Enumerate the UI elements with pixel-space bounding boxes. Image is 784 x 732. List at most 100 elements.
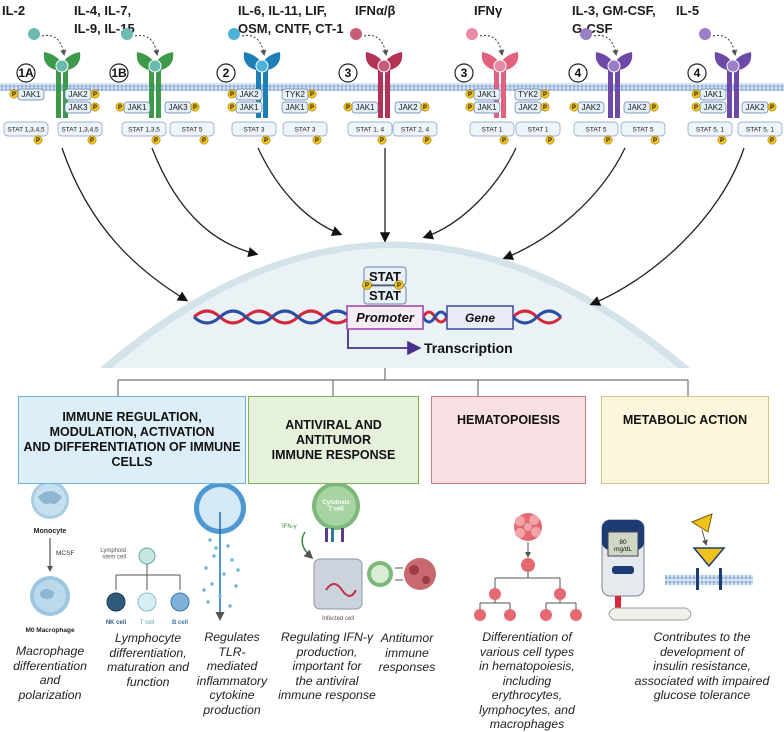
category-metabolic-action: METABOLIC ACTION: [601, 396, 769, 484]
receptor-number-badge: [338, 63, 358, 83]
svg-text:P: P: [93, 92, 97, 98]
svg-text:P: P: [202, 138, 206, 144]
svg-text:P: P: [548, 138, 552, 144]
b-cell-label: B cell: [172, 620, 188, 626]
stat-protein: [620, 121, 666, 137]
svg-text:2: 2: [223, 66, 230, 80]
svg-text:1A: 1A: [18, 66, 34, 80]
stat-bottom-label: STAT: [369, 288, 401, 303]
svg-text:P: P: [502, 138, 506, 144]
svg-text:TYK2: TYK2: [518, 90, 539, 99]
ligand: [121, 28, 133, 40]
svg-text:P: P: [652, 105, 656, 111]
svg-text:JAK2: JAK2: [518, 103, 538, 112]
antitumor-illustration: [367, 558, 436, 590]
svg-text:P: P: [346, 105, 350, 111]
svg-text:P: P: [653, 138, 657, 144]
svg-text:JAK1: JAK1: [239, 103, 259, 112]
stat-protein: [469, 121, 515, 137]
svg-text:P: P: [468, 92, 472, 98]
receptor-number-badge: [216, 63, 236, 83]
svg-text:JAK1: JAK1: [21, 90, 41, 99]
desc-ifn: Regulating IFN-γ production, important f…: [278, 630, 376, 702]
transcription-label: Transcription: [424, 340, 513, 356]
svg-text:P: P: [397, 283, 401, 289]
svg-text:P: P: [154, 138, 158, 144]
receptor-group: IL-6, IL-11, LIF,OSM, CNTF, CT-12JAK2PJA…: [216, 3, 343, 145]
monocyte-label: Monocyte: [34, 528, 67, 535]
svg-text:P: P: [118, 105, 122, 111]
svg-text:4: 4: [694, 66, 701, 80]
svg-text:P: P: [264, 138, 268, 144]
receptor-number-badge: [454, 63, 474, 83]
gene-label: Gene: [465, 311, 495, 325]
desc-macrophage: Macrophage differentiation and polarizat…: [13, 644, 87, 702]
svg-text:STAT 5: STAT 5: [586, 127, 607, 134]
svg-text:JAK2: JAK2: [627, 103, 647, 112]
svg-text:STAT 1,3,5: STAT 1,3,5: [128, 127, 160, 134]
svg-text:P: P: [423, 105, 427, 111]
svg-text:STAT 5: STAT 5: [182, 127, 203, 134]
cytokine-label: IFNγ: [474, 3, 503, 18]
hematopoiesis-illustration: [474, 513, 582, 621]
svg-text:P: P: [193, 105, 197, 111]
cytokine-label: IL-5: [676, 3, 699, 18]
svg-text:STAT 2, 4: STAT 2, 4: [401, 127, 430, 134]
desc-metabolic: Contributes to the development of insuli…: [634, 630, 770, 702]
ligand: [228, 28, 240, 40]
dna-helix: [192, 309, 563, 325]
category-antiviral-antitumor: ANTIVIRAL AND ANTITUMOR IMMUNE RESPONSE: [248, 396, 419, 484]
cytokine-label: IL-6, IL-11, LIF,OSM, CNTF, CT-1: [238, 3, 343, 36]
svg-text:P: P: [543, 105, 547, 111]
desc-tlr: Regulates TLR- mediated inflammatory cyt…: [196, 630, 268, 717]
svg-text:P: P: [93, 105, 97, 111]
transcription-arrow: [347, 330, 422, 356]
cytokine-label: IL-4, IL-7,IL-9, IL-15: [74, 3, 135, 36]
m0-macrophage-label: M0 Macrophage: [25, 627, 75, 634]
svg-text:JAK1: JAK1: [355, 103, 375, 112]
stat-protein: [57, 121, 103, 137]
stat-protein: [687, 121, 733, 137]
stat-protein: [3, 121, 49, 137]
mcsf-label: MCSF: [56, 550, 74, 557]
svg-text:P: P: [770, 138, 774, 144]
stat-protein: [282, 121, 328, 137]
promoter-box: [346, 305, 424, 330]
svg-text:JAK3: JAK3: [168, 103, 188, 112]
svg-text:JAK2: JAK2: [398, 103, 418, 112]
svg-text:P: P: [468, 105, 472, 111]
svg-text:STAT 1: STAT 1: [528, 127, 549, 134]
svg-text:P: P: [380, 138, 384, 144]
svg-text:P: P: [694, 105, 698, 111]
svg-text:P: P: [12, 92, 16, 98]
insulin-receptor-illustration: [665, 513, 753, 590]
svg-text:P: P: [720, 138, 724, 144]
cell-membrane: [0, 83, 784, 91]
svg-text:P: P: [572, 105, 576, 111]
svg-text:1B: 1B: [111, 66, 127, 80]
svg-text:P: P: [90, 138, 94, 144]
stat-protein: [737, 121, 783, 137]
infected-cell-label: Infected cell: [322, 616, 354, 622]
svg-text:JAK1: JAK1: [285, 103, 305, 112]
svg-text:P: P: [36, 138, 40, 144]
svg-text:JAK2: JAK2: [68, 90, 88, 99]
ligand: [699, 28, 711, 40]
ligand: [580, 28, 592, 40]
svg-text:P: P: [694, 92, 698, 98]
svg-text:P: P: [230, 92, 234, 98]
svg-text:STAT 3: STAT 3: [244, 127, 265, 134]
svg-text:JAK2: JAK2: [239, 90, 259, 99]
svg-text:STAT 5, 1: STAT 5, 1: [746, 127, 775, 134]
ligand: [350, 28, 362, 40]
receptor-number-badge: [16, 63, 36, 83]
